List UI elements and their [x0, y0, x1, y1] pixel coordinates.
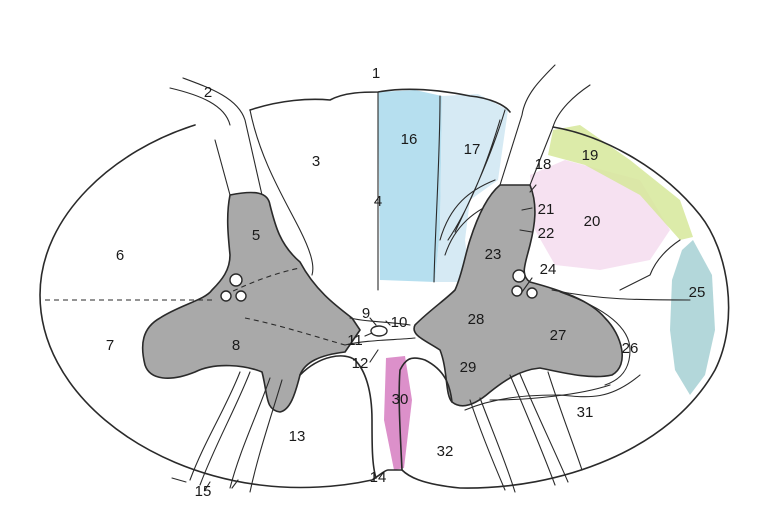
- leader-lines: [364, 184, 537, 363]
- label-16: 16: [401, 131, 418, 148]
- ventral-root-left: [171, 371, 283, 493]
- label-30: 30: [392, 391, 409, 408]
- label-22: 22: [538, 225, 555, 242]
- nucleus-circle: [220, 290, 232, 302]
- labels: 1 2 3 4 5 6 7 8 9 10 11 12 13 14 15 16 1…: [106, 65, 706, 500]
- tract-region-16: [378, 90, 442, 282]
- commissure-lines: [344, 317, 416, 346]
- dashed-line-8: [244, 317, 346, 346]
- nucleus-circle: [235, 290, 247, 302]
- dorsal-root-right: [499, 64, 591, 186]
- tract-region-19: [548, 125, 693, 240]
- label-12: 12: [352, 355, 369, 372]
- label-25: 25: [689, 284, 706, 301]
- label-23: 23: [485, 246, 502, 263]
- label-6: 6: [116, 247, 124, 264]
- nucleus-circle: [526, 287, 538, 299]
- label-17: 17: [464, 141, 481, 158]
- label-2: 2: [204, 84, 212, 101]
- central-canal: [370, 325, 388, 337]
- label-31: 31: [577, 404, 594, 421]
- label-9: 9: [362, 305, 370, 322]
- label-14: 14: [370, 469, 387, 486]
- label-26: 26: [622, 340, 639, 357]
- nucleus-circle: [511, 285, 523, 297]
- right-ventral-boundary-2: [464, 374, 641, 411]
- dorsal-root-left: [169, 77, 263, 196]
- dashed-line-5: [224, 267, 301, 296]
- label-5: 5: [252, 227, 260, 244]
- grey-matter-left: [141, 191, 361, 413]
- label-27: 27: [550, 327, 567, 344]
- label-32: 32: [437, 443, 454, 460]
- tract-region-25: [670, 240, 715, 395]
- label-18: 18: [535, 156, 552, 173]
- label-28: 28: [468, 311, 485, 328]
- label-21: 21: [538, 201, 555, 218]
- label-19: 19: [582, 147, 599, 164]
- label-11: 11: [347, 332, 363, 349]
- cord-outline: [39, 124, 730, 489]
- label-3: 3: [312, 153, 320, 170]
- anterior-median-fissure-right: [398, 357, 453, 471]
- label-8: 8: [232, 337, 240, 354]
- nucleus-circle: [229, 273, 243, 287]
- right-ventral-boundary: [489, 289, 691, 401]
- fasciculus-lines-right: [439, 109, 506, 256]
- label-10: 10: [391, 314, 408, 331]
- tract-region-17: [435, 94, 508, 282]
- label-7: 7: [106, 337, 114, 354]
- label-24: 24: [540, 261, 557, 278]
- label-20: 20: [584, 213, 601, 230]
- label-15: 15: [195, 483, 212, 500]
- boundary-20-25: [619, 239, 681, 291]
- label-4: 4: [374, 193, 382, 210]
- label-29: 29: [460, 359, 477, 376]
- label-13: 13: [289, 428, 306, 445]
- anterior-median-fissure: [299, 355, 377, 479]
- ventral-root-right: [469, 371, 583, 493]
- fasciculus-border-right: [433, 95, 441, 283]
- fasciculus-border-left: [249, 109, 314, 276]
- nucleus-circle: [512, 269, 526, 283]
- tract-region-30: [384, 356, 412, 470]
- label-1: 1: [372, 65, 380, 82]
